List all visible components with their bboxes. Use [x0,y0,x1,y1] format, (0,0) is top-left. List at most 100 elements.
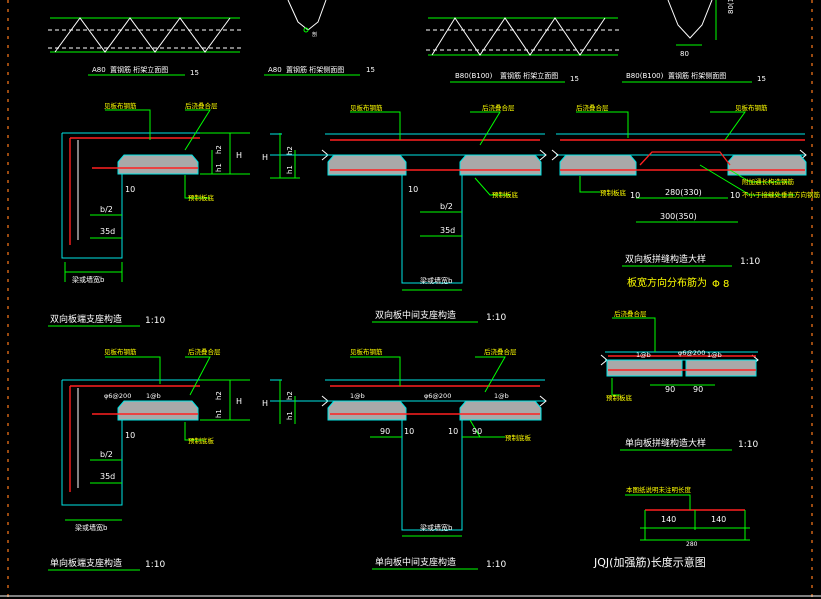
truss-side-b80 [667,0,717,46]
detail7-labels: 本图纸说明未注明长度 140 140 280 JQJ(加强筋)长度示意图 [593,485,726,569]
title-one-way-seam-text: 单向板拼缝构造大样 [625,437,706,449]
dim-10: 10 [125,185,135,194]
detail4-labels: 后浇叠合层 预制板底 1@b φ6@200 1@b 90 90 [606,309,722,402]
label-precast-5: 预制底板 [188,436,215,445]
label-postcast: 后浇叠合层 [185,101,218,110]
caption-b80-side-desc: 置钢筋 桁架侧面图 [668,71,726,80]
label-postcast-2: 后浇叠合层 [482,103,515,112]
truss-side-a80 [287,0,327,33]
dim-b2-2: b/2 [440,202,453,211]
detail2-labels: 见板布钢筋 后浇叠合层 预制板底 [350,103,519,199]
title-two-way-seam: 双向板拼缝构造大样 1:10 板宽方向分布筋为 Φ 8 [622,253,760,290]
dim-35d-2: 35d [440,226,455,235]
label-seam-rebar: 见板布钢筋 [735,103,768,112]
label-rebar-top-6: 见板布钢筋 [350,347,383,356]
top-captions: A80 置钢筋 桁架立面图 15 A80 置钢筋 桁架侧面图 15 B80(B1… [92,31,766,83]
dim-90-6b: 90 [472,427,482,436]
dim-80: 80 [680,50,689,58]
label-rebar-top: 见板布钢筋 [104,101,137,110]
label-pitch-5: 1@b [146,392,161,400]
dim-90-b: 90 [693,385,703,394]
caption-a80-side-desc: 置钢筋 桁架侧面图 [286,65,344,74]
label-bar-6-200-6: φ6@200 [424,392,451,400]
dim-10-5: 10 [125,431,135,440]
title-jqj: JQJ(加强筋)长度示意图 [593,555,706,569]
truss-elevation-b80 [426,17,620,56]
caption-a80-side: A80 [268,66,282,74]
title-one-way-mid: 单向板中间支座构造 1:10 [372,556,506,570]
label-one-seam-precast: 预制板底 [606,393,633,402]
dim-h1: h1 [215,163,223,172]
detail-two-way-seam [551,111,807,223]
scale-d: 15 [757,75,766,83]
dim-h-truss: 80(100) [727,0,735,14]
label-postcast-5: 后浇叠合层 [188,347,221,356]
label-precast-6: 预制底板 [505,433,532,442]
label-beam-width: 梁或墙宽b [72,275,105,284]
detail-one-way-end-support [61,356,250,521]
dim-10-6a: 10 [404,427,414,436]
label-precast: 预制板底 [188,193,215,202]
title-two-way-end-text: 双向板端支座构造 [50,313,122,325]
dim-H: H [236,151,242,160]
title-one-way-mid-scale: 1:10 [486,560,506,570]
dist-bar-text: 板宽方向分布筋为 [627,276,707,289]
label-bar-6-200-5: φ6@200 [104,392,131,400]
dim-b2-5: b/2 [100,450,113,459]
scale-a: 15 [190,69,199,77]
caption-a80-elev: A80 [92,66,106,74]
label-pitch-2: 1@b [707,351,722,359]
top-underlines [88,74,752,83]
cut-label: 剖 [312,31,317,38]
dim-10-3a: 10 [630,191,640,200]
detail-two-way-mid-support [270,111,547,291]
dim-H-6: H [262,399,268,408]
detail1-labels: 见板布钢筋 后浇叠合层 预制板底 [104,101,218,202]
dim-35d: 35d [100,227,115,236]
label-beam-width-6: 梁或墙宽b [420,523,453,532]
label-pitch-6a: 1@b [350,392,365,400]
label-pitch-1: 1@b [636,351,651,359]
label-one-seam-postcast: 后浇叠合层 [614,309,647,318]
dim-h2-5: h2 [215,391,223,400]
detail-one-way-seam [600,317,759,396]
label-pitch-6b: 1@b [494,392,509,400]
detail6-dims: H h2 h1 90 90 10 10 梁或墙宽b [262,391,482,532]
title-one-way-seam-scale: 1:10 [738,440,758,450]
detail5-labels: 见板布钢筋 后浇叠合层 预制底板 φ6@200 1@b [104,347,221,445]
label-seam-postcast: 后浇叠合层 [576,103,609,112]
title-one-way-end: 单向板端支座构造 1:10 [48,557,165,571]
detail-one-way-mid-support [270,356,547,537]
dim-280b: 280 [686,541,698,548]
label-seam-precast: 预制板底 [600,188,627,197]
drawing-border [7,0,813,599]
dim-h1-6: h1 [286,411,294,420]
title-two-way-mid-text: 双向板中间支座构造 [375,309,456,321]
title-two-way-seam-scale: 1:10 [740,257,760,267]
dim-10-6b: 10 [448,427,458,436]
label-rebar-top-5: 见板布钢筋 [104,347,137,356]
detail1-dims: b/2 35d 10 梁或墙宽b H h2 h1 [72,145,242,284]
dim-h2-2: h2 [286,146,294,155]
dim-h2: h2 [215,145,223,154]
dim-H-2: H [262,153,268,162]
dim-10-3b: 10 [730,191,740,200]
label-bar-6-200: φ6@200 [678,349,705,357]
jqj-note: 本图纸说明未注明长度 [626,485,692,494]
dim-h1-5: h1 [215,409,223,418]
title-one-way-mid-text: 单向板中间支座构造 [375,556,456,568]
title-two-way-end: 双向板端支座构造 1:10 [48,313,165,327]
detail6-labels: 见板布钢筋 后浇叠合层 预制底板 1@b φ6@200 1@b [350,347,532,442]
detail5-dims: b/2 35d 10 H h2 h1 梁或墙宽b [75,391,242,532]
dim-h1-2: h1 [286,165,294,174]
caption-a80-elev-desc: 置钢筋 桁架立面图 [110,65,168,74]
caption-b80-side: B80(B100) [626,72,664,80]
dim-140-b: 140 [711,515,726,524]
detail-jqj-length [625,494,750,541]
dim-h2-6: h2 [286,391,294,400]
truss-elevation-a80 [48,17,242,53]
dim-90-6a: 90 [380,427,390,436]
title-one-way-end-text: 单向板端支座构造 [50,557,122,569]
